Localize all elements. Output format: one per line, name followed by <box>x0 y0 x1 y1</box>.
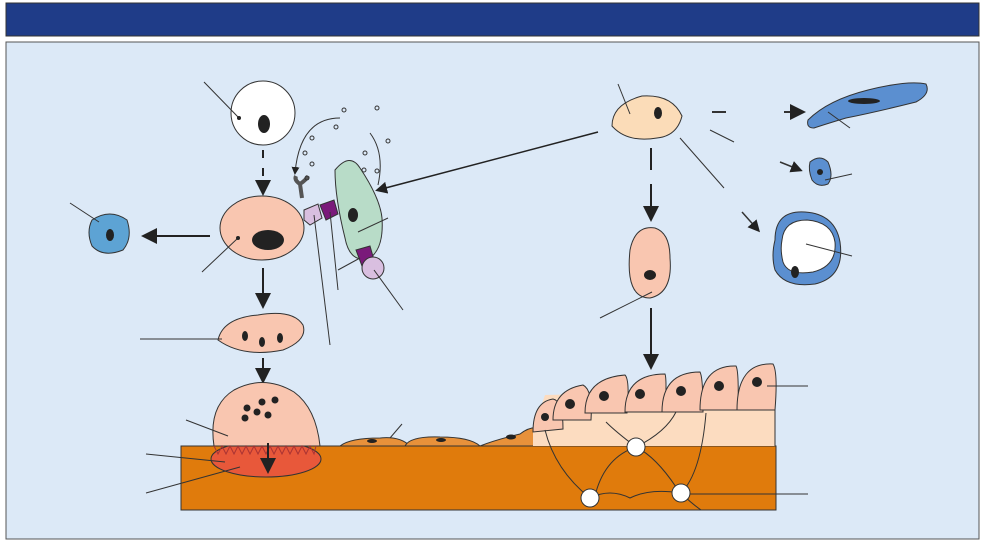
myocyte <box>807 82 928 129</box>
arrow-to-osteoblast <box>375 131 599 194</box>
osteoblast-layer <box>532 363 808 446</box>
hematopoietic-stem-cell <box>203 80 296 146</box>
secreted-factors <box>291 105 391 186</box>
header-bar <box>5 2 980 37</box>
osteoblast-precursor-green <box>303 160 404 346</box>
osteoclast <box>145 381 322 494</box>
osteocyte <box>580 488 600 508</box>
preosteoclast <box>201 175 310 273</box>
lining-cells <box>338 423 541 447</box>
blue-cell-left <box>69 202 130 254</box>
osteocyte <box>626 437 646 457</box>
preosteoblast <box>599 227 671 319</box>
osteocyte <box>671 483 691 503</box>
right-lineage <box>679 82 928 286</box>
mesenchymal-stromal-cell <box>611 83 683 140</box>
osteocyte-network <box>544 411 808 511</box>
fused-preosteoclast <box>140 312 305 353</box>
